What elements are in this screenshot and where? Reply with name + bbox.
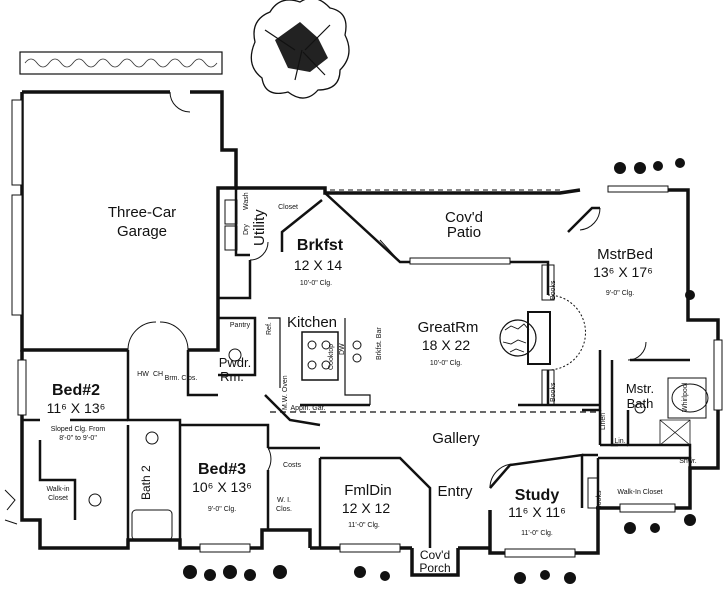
shrub-icon (183, 158, 696, 584)
patio-label-2: Patio (446, 224, 482, 241)
bed3-size: 10⁶ X 13⁶ (192, 479, 252, 495)
bed2-size: 11⁶ X 13⁶ (46, 400, 106, 416)
walkin-master-label: Walk-In Closet (617, 489, 663, 496)
mstrbath-label-2: Bath (626, 396, 654, 411)
bath2-label: Bath 2 (139, 465, 153, 500)
wiclos-label-2: Clos. (276, 506, 292, 513)
tree-icon (250, 0, 350, 99)
pwdr-label-2: Rm. (220, 369, 244, 384)
bed2-clg-1: Sloped Clg. From (50, 426, 106, 433)
bed2-label: Bed#2 (51, 382, 101, 399)
entry-label: Entry (437, 483, 473, 500)
bed3-label: Bed#3 (197, 461, 247, 478)
porch-label-1: Cov'd (419, 548, 451, 562)
books-label-1: Books (550, 280, 557, 300)
books-label-3: Books (596, 490, 603, 510)
dw-label: DW (339, 343, 346, 355)
mstrbed-label: MstrBed (597, 246, 653, 263)
mstrbed-clg: 9'-0" Clg. (605, 290, 635, 297)
costs-label: Costs (283, 462, 301, 469)
fmldin-label: FmlDin (344, 482, 392, 499)
study-clg: 11'-0" Clg. (521, 530, 553, 537)
walkin-left-label-1: Walk-in (46, 486, 70, 493)
walkin-left-label-2: Closet (48, 495, 68, 502)
greatrm-label: GreatRm (417, 319, 479, 336)
mw-oven-label: M.W. Oven (282, 375, 289, 410)
greatrm-size: 18 X 22 (421, 337, 471, 353)
utility-label: Utility (251, 209, 268, 246)
books-label-2: Books (550, 382, 557, 402)
brkfst-size: 12 X 14 (293, 257, 343, 273)
linen-label: Linen (600, 412, 607, 430)
bed3-clg: 9'-0" Clg. (207, 506, 237, 513)
greatrm-clg: 10'-0" Clg. (429, 360, 463, 367)
dry-label: Dry (243, 224, 250, 235)
mstrbed-size: 13⁶ X 17⁶ (593, 264, 653, 280)
gallery-label: Gallery (432, 430, 480, 447)
study-size: 11⁶ X 11⁶ (508, 504, 566, 520)
brkfst-clg: 10'-0" Clg. (299, 280, 333, 287)
garage-label-1: Three-Car (107, 204, 177, 221)
wash-label: Wash (243, 192, 250, 210)
closet-utility-label: Closet (278, 204, 298, 211)
kitchen-label: Kitchen (286, 314, 338, 331)
garage-label-2: Garage (116, 223, 168, 240)
ref-label: Ref. (266, 322, 273, 335)
appl-gar-label: Appln. Gar. (290, 405, 326, 412)
lin-label: Lin. (614, 438, 626, 445)
brkfst-bar-label: Brkfst. Bar (376, 327, 383, 360)
pantry-label: Pantry (229, 322, 251, 329)
fmldin-size: 12 X 12 (341, 500, 391, 516)
whirlpool-label: Whirlpool (682, 382, 689, 412)
fmldin-clg: 11'-0" Clg. (348, 522, 380, 529)
brm-clos-label: Brm. Clos. (164, 375, 198, 382)
hw-label: HW (137, 371, 149, 378)
porch-label-2: Porch (419, 561, 451, 575)
pwdr-label-1: Pwdr. (218, 355, 252, 370)
wiclos-label-1: W. I. (277, 497, 291, 504)
ch-label: CH (152, 371, 164, 378)
shwr-label: Shwr. (679, 458, 697, 465)
patio-label-1: Cov'd (445, 209, 483, 226)
mstrbath-label-1: Mstr. (625, 381, 655, 396)
brkfst-label: Brkfst (296, 237, 344, 254)
study-label: Study (514, 487, 560, 504)
kitchen-island (301, 331, 339, 381)
hedge (19, 51, 223, 75)
cooktop-label: Cooktop (328, 343, 335, 370)
bed2-clg-2: 8'-0" to 9'-0" (59, 435, 97, 442)
fireplace (499, 311, 551, 365)
